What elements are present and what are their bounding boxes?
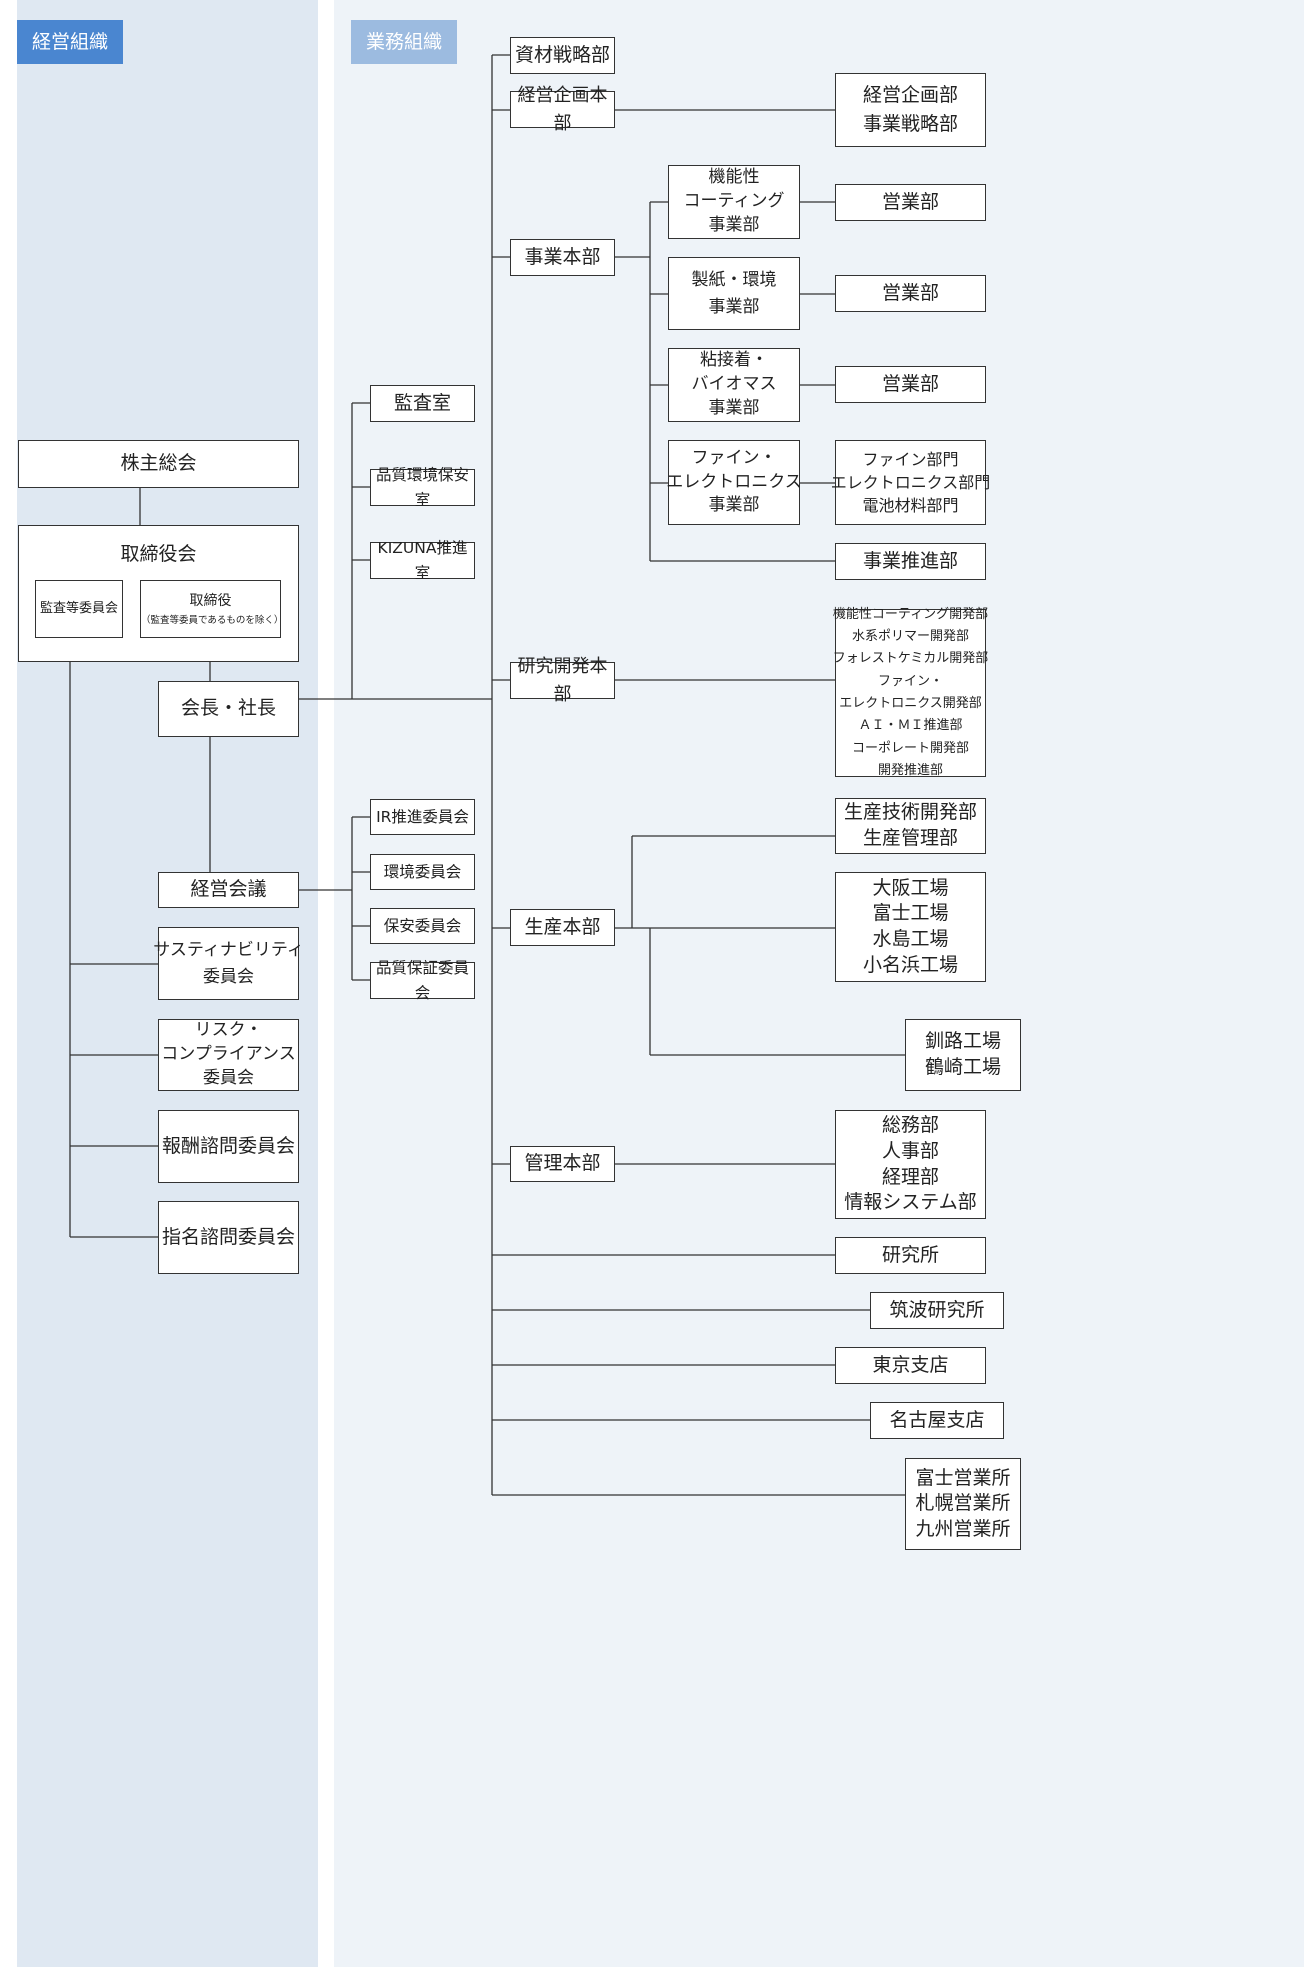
quality-env-safety-office-box: 品質環境保安室	[370, 466, 475, 509]
corporate-planning-label: 経営企画本部	[517, 84, 608, 134]
shareholders-meeting-box: 株主総会	[18, 440, 299, 488]
directors-note: （監査等委員であるものを除く）	[141, 614, 284, 626]
safety-committee-label: 保安委員会	[383, 916, 462, 935]
production-division-label: 生産本部	[524, 915, 601, 938]
functional-coating-unit-box: 機能性 コーティング 事業部	[668, 165, 800, 239]
sustainability-committee-box: サスティナビリティ 委員会	[153, 927, 304, 1000]
rnd-units-box: 機能性コーティング開発部 水系ポリマー開発部 フォレストケミカル開発部 ファイン…	[833, 607, 989, 779]
nagoya-branch-box: 名古屋支店	[870, 1402, 1004, 1439]
president-box: 会長・社長	[158, 681, 299, 737]
compensation-committee-label: 報酬諮問委員会	[161, 1134, 295, 1157]
tsukuba-lab-box: 筑波研究所	[870, 1292, 1004, 1329]
president-label: 会長・社長	[180, 697, 276, 720]
fine-units-label: ファイン部門 エレクトロニクス部門 電池材料部門	[830, 449, 991, 516]
risk-compliance-committee-box: リスク・ コンプライアンス 委員会	[158, 1019, 299, 1091]
audit-office-box: 監査室	[370, 385, 475, 422]
business-division-label: 事業本部	[524, 245, 601, 268]
admin-units-box: 総務部 人事部 経理部 情報システム部	[835, 1110, 986, 1219]
tokyo-branch-box: 東京支店	[835, 1347, 986, 1384]
adhesive-biomass-unit-label: 粘接着・ バイオマス 事業部	[691, 350, 777, 418]
sales-dept-2-box: 営業部	[835, 275, 986, 312]
nomination-committee-box: 指名諮問委員会	[158, 1201, 299, 1274]
production-units-box: 生産技術開発部 生産管理部	[835, 798, 986, 854]
quality-assurance-committee-label: 品質保証委員会	[375, 959, 469, 1002]
environment-committee-label: 環境委員会	[383, 862, 462, 881]
materials-strategy-box: 資材戦略部	[510, 37, 615, 74]
ir-committee-box: IR推進委員会	[370, 799, 475, 835]
quality-assurance-committee-box: 品質保証委員会	[370, 959, 475, 1002]
fine-units-box: ファイン部門 エレクトロニクス部門 電池材料部門	[831, 440, 990, 525]
risk-compliance-committee-label: リスク・ コンプライアンス 委員会	[161, 1020, 296, 1088]
materials-strategy-label: 資材戦略部	[514, 43, 610, 66]
business-promotion-box: 事業推進部	[835, 543, 986, 580]
rnd-units-label: 機能性コーティング開発部 水系ポリマー開発部 フォレストケミカル開発部 ファイン…	[832, 606, 989, 779]
sales-offices-box: 富士営業所 札幌営業所 九州営業所	[905, 1458, 1021, 1550]
sales-dept-3-box: 営業部	[835, 366, 986, 403]
audit-committee-box: 監査等委員会	[35, 580, 123, 638]
management-meeting-label: 経営会議	[190, 878, 267, 901]
plants-sub-box: 釧路工場 鶴崎工場	[905, 1019, 1021, 1091]
plants-main-box: 大阪工場 富士工場 水島工場 小名浜工場	[835, 872, 986, 982]
compensation-committee-box: 報酬諮問委員会	[158, 1110, 299, 1183]
directors-box: 取締役 （監査等委員であるものを除く）	[140, 580, 284, 638]
management-meeting-box: 経営会議	[158, 872, 299, 908]
tokyo-branch-label: 東京支店	[872, 1353, 949, 1376]
kizuna-office-label: KIZUNA推進室	[377, 539, 468, 582]
sales-dept-1-box: 営業部	[835, 184, 986, 221]
rnd-division-label: 研究開発本部	[517, 655, 608, 705]
tsukuba-lab-label: 筑波研究所	[889, 1298, 985, 1321]
admin-division-label: 管理本部	[524, 1152, 601, 1175]
governance-section-tag: 経営組織	[17, 20, 123, 64]
quality-env-safety-office-label: 品質環境保安室	[375, 466, 469, 509]
business-promotion-label: 事業推進部	[862, 549, 958, 572]
functional-coating-unit-label: 機能性 コーティング 事業部	[683, 167, 785, 235]
nomination-committee-label: 指名諮問委員会	[161, 1225, 295, 1248]
board-of-directors-label: 取締役会	[120, 543, 197, 565]
research-institute-label: 研究所	[881, 1243, 939, 1266]
plants-main-label: 大阪工場 富士工場 水島工場 小名浜工場	[862, 876, 958, 976]
paper-env-unit-box: 製紙・環境 事業部	[668, 257, 800, 330]
nagoya-branch-label: 名古屋支店	[889, 1408, 985, 1431]
plants-sub-label: 釧路工場 鶴崎工場	[924, 1030, 1001, 1078]
admin-units-label: 総務部 人事部 経理部 情報システム部	[844, 1114, 977, 1214]
corporate-planning-units-box: 経営企画部 事業戦略部	[835, 73, 986, 147]
corporate-planning-box: 経営企画本部	[510, 85, 615, 134]
operations-section-tag: 業務組織	[351, 20, 457, 64]
research-institute-box: 研究所	[835, 1237, 986, 1274]
directors-label: 取締役	[189, 592, 232, 609]
corporate-planning-units-label: 経営企画部 事業戦略部	[862, 83, 958, 135]
environment-committee-box: 環境委員会	[370, 854, 475, 890]
operations-panel	[334, 0, 1304, 1967]
audit-office-label: 監査室	[393, 391, 451, 414]
audit-committee-label: 監査等委員会	[39, 600, 118, 616]
shareholders-meeting-label: 株主総会	[120, 452, 197, 475]
fine-electronics-unit-label: ファイン・ エレクトロニクス 事業部	[666, 447, 802, 516]
fine-electronics-unit-box: ファイン・ エレクトロニクス 事業部	[666, 440, 802, 525]
sales-dept-3-label: 営業部	[881, 372, 939, 395]
ir-committee-label: IR推進委員会	[376, 807, 469, 826]
paper-env-unit-label: 製紙・環境 事業部	[691, 270, 777, 317]
production-division-box: 生産本部	[510, 909, 615, 946]
sales-offices-label: 富士営業所 札幌営業所 九州営業所	[915, 1466, 1011, 1540]
sales-dept-1-label: 営業部	[881, 190, 939, 213]
safety-committee-box: 保安委員会	[370, 908, 475, 944]
rnd-division-box: 研究開発本部	[510, 656, 615, 705]
production-units-label: 生産技術開発部 生産管理部	[843, 801, 977, 849]
kizuna-office-box: KIZUNA推進室	[370, 539, 475, 582]
sales-dept-2-label: 営業部	[881, 281, 939, 304]
admin-division-box: 管理本部	[510, 1146, 615, 1182]
business-division-box: 事業本部	[510, 239, 615, 276]
adhesive-biomass-unit-box: 粘接着・ バイオマス 事業部	[668, 348, 800, 422]
sustainability-committee-label: サスティナビリティ 委員会	[153, 940, 304, 987]
